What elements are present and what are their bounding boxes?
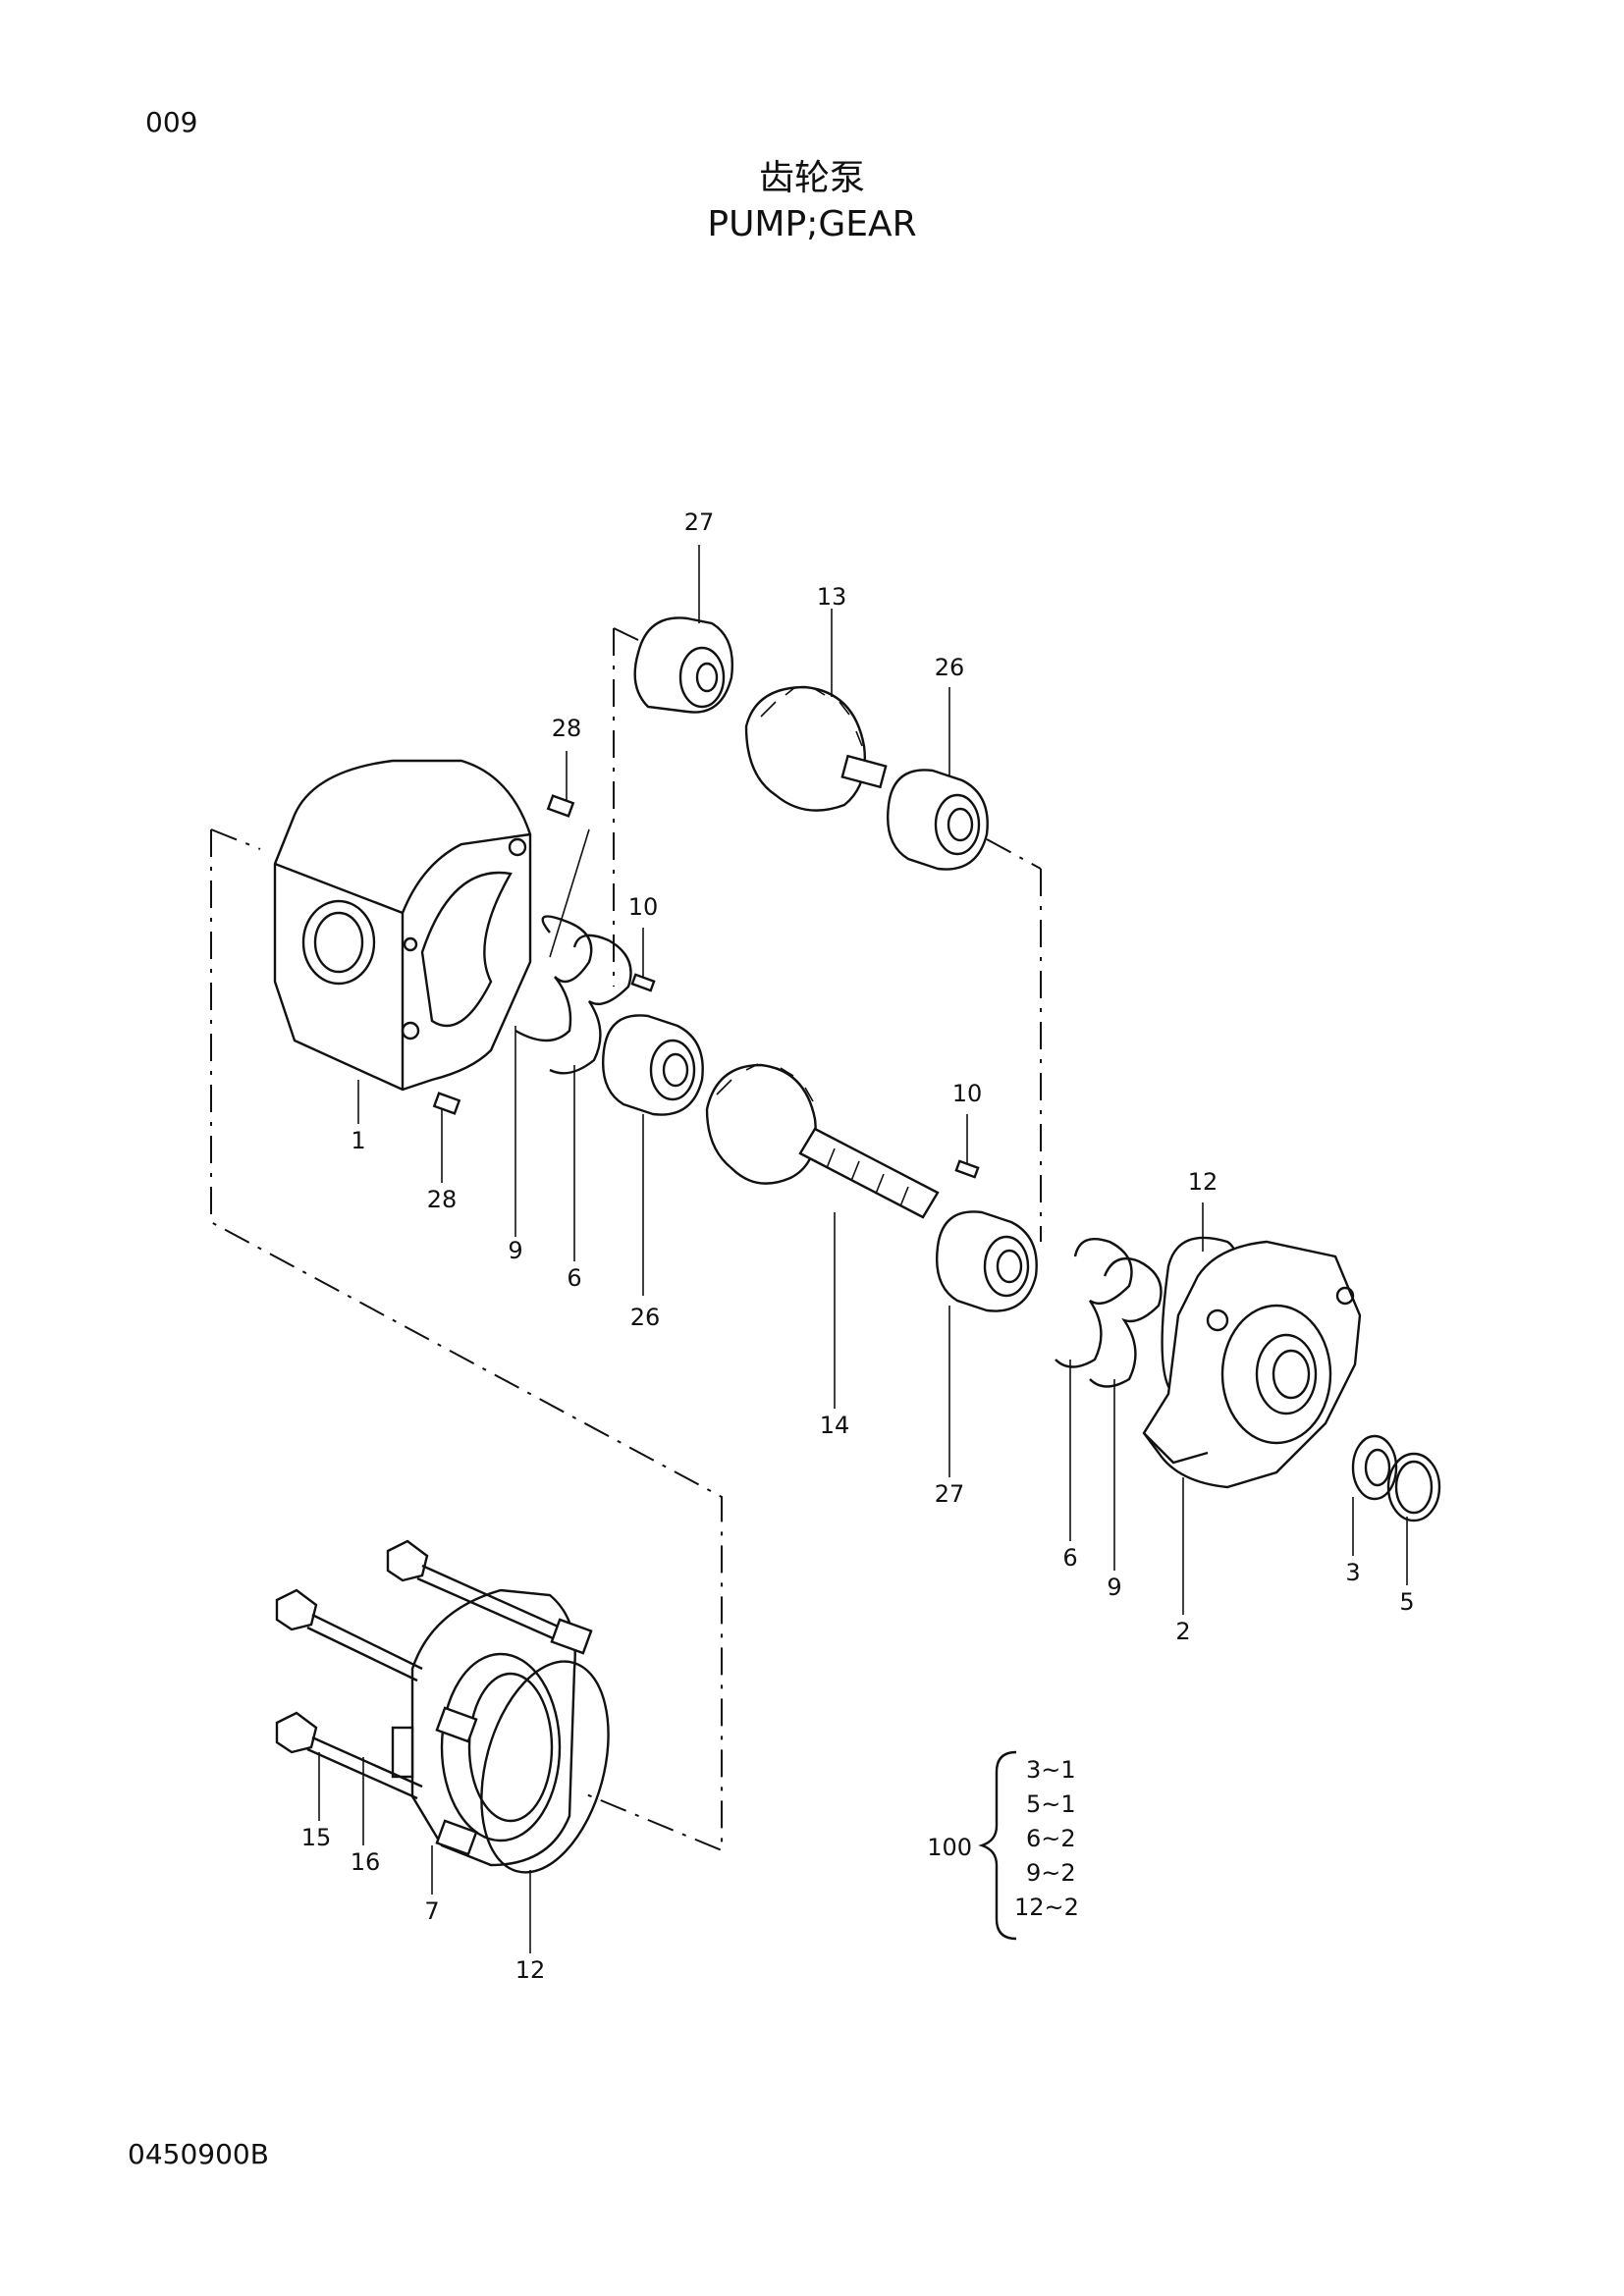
pump-body bbox=[273, 759, 532, 1092]
callout-9-right: 9 bbox=[1107, 1574, 1121, 1601]
callout-12-right: 12 bbox=[1188, 1168, 1218, 1196]
callout-27-top: 27 bbox=[684, 508, 715, 536]
bushing-26-lower bbox=[602, 1014, 704, 1116]
callout-12-bottom: 12 bbox=[515, 1956, 546, 1984]
bushing-27-lower bbox=[936, 1210, 1038, 1312]
o-ring-rear bbox=[480, 1660, 610, 1874]
backup-ring-right bbox=[1055, 1237, 1133, 1368]
callout-2: 2 bbox=[1175, 1618, 1190, 1645]
callout-26-top: 26 bbox=[935, 654, 965, 681]
title-chinese: 齿轮泵 bbox=[758, 158, 865, 198]
bolt-top bbox=[386, 1539, 566, 1643]
snap-ring-5 bbox=[1386, 1452, 1441, 1522]
kit-number: 100 bbox=[927, 1834, 972, 1861]
bolt-middle bbox=[275, 1588, 423, 1682]
callout-5: 5 bbox=[1399, 1588, 1414, 1616]
callout-9-left: 9 bbox=[508, 1237, 522, 1264]
oil-seal-3 bbox=[1351, 1434, 1398, 1501]
bushing-26-top bbox=[887, 769, 989, 871]
callout-1: 1 bbox=[351, 1127, 365, 1154]
kit-item: 3~1 bbox=[1026, 1756, 1076, 1784]
title-english: PUMP;GEAR bbox=[707, 204, 917, 244]
shaft-gear-14 bbox=[705, 1063, 940, 1219]
key-10-left bbox=[630, 973, 656, 992]
callout-6-left: 6 bbox=[567, 1264, 581, 1292]
dowel-pin-top bbox=[546, 794, 575, 818]
seal-ring-left bbox=[549, 934, 632, 1075]
stud-nuts bbox=[435, 1618, 593, 1856]
kit-item: 12~2 bbox=[1014, 1894, 1079, 1921]
callout-16: 16 bbox=[351, 1848, 381, 1876]
dowel-pin-bottom bbox=[432, 1092, 461, 1115]
kit-item: 9~2 bbox=[1026, 1859, 1076, 1887]
callout-3: 3 bbox=[1345, 1559, 1360, 1586]
rear-cover bbox=[391, 1588, 576, 1867]
bushing-27-top bbox=[633, 616, 733, 714]
seal-ring-right bbox=[1089, 1256, 1163, 1388]
document-code: 0450900B bbox=[128, 2138, 269, 2170]
callout-10-left: 10 bbox=[628, 893, 659, 921]
kit-item: 5~1 bbox=[1026, 1790, 1076, 1818]
front-cover bbox=[1142, 1240, 1362, 1489]
callout-7: 7 bbox=[424, 1897, 439, 1925]
gear-13 bbox=[744, 685, 888, 812]
callout-28-top: 28 bbox=[552, 715, 582, 742]
callout-27-bottom: 27 bbox=[935, 1480, 965, 1508]
callout-6-right: 6 bbox=[1062, 1544, 1077, 1572]
callout-26-bottom: 26 bbox=[630, 1304, 661, 1331]
kit-item: 6~2 bbox=[1026, 1825, 1076, 1852]
key-10-right bbox=[954, 1159, 980, 1179]
callout-14: 14 bbox=[820, 1412, 850, 1439]
callout-10-right: 10 bbox=[952, 1080, 983, 1107]
callout-15: 15 bbox=[301, 1824, 332, 1851]
page-number: 009 bbox=[145, 106, 198, 138]
bolt-lower bbox=[275, 1711, 423, 1800]
kit-bracket: 100 3~1 5~1 6~2 9~2 12~2 bbox=[927, 1750, 1079, 1941]
callout-13: 13 bbox=[817, 583, 847, 611]
callout-28-bottom: 28 bbox=[427, 1186, 458, 1213]
